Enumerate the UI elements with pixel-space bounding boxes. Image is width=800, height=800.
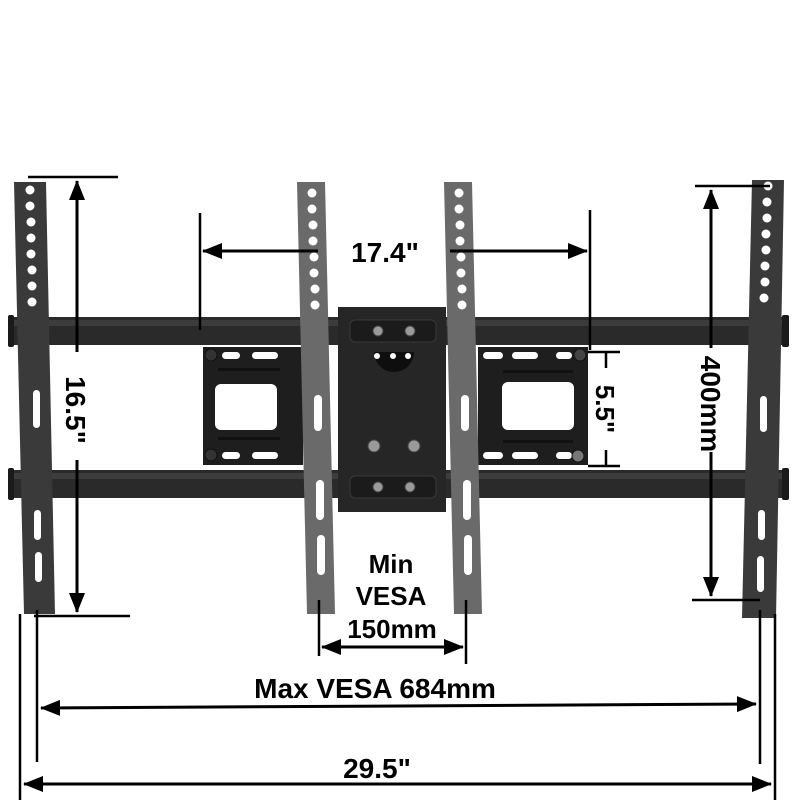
wall-plate-left: [203, 347, 303, 465]
inner-bracket-right: [444, 182, 482, 614]
label-min-vesa-3: 150mm: [347, 614, 437, 644]
label-min-vesa-2: VESA: [356, 581, 427, 611]
center-mounting-plate: [338, 307, 446, 512]
dimension-min-vesa: Min VESA 150mm: [317, 549, 468, 664]
outer-bracket-left: [14, 182, 55, 614]
label-29-5: 29.5": [343, 753, 411, 784]
label-400mm: 400mm: [695, 356, 726, 453]
label-max-vesa: Max VESA 684mm: [254, 673, 496, 704]
inner-bracket-left: [297, 182, 335, 614]
wall-plate-right: [478, 347, 588, 465]
label-min-vesa-1: Min: [369, 549, 414, 579]
label-5-5: 5.5": [590, 385, 620, 433]
label-17-4: 17.4": [351, 237, 419, 268]
dimension-max-vesa: Max VESA 684mm: [35, 610, 762, 764]
dimension-plate-height: 5.5": [588, 350, 620, 468]
outer-bracket-right: [742, 180, 784, 618]
dimension-left-height: 16.5": [28, 175, 130, 618]
dimension-overall-width: 29.5": [18, 614, 777, 800]
dimension-inner-arm-width: 17.4": [198, 210, 592, 350]
dimension-right-height: 400mm: [692, 184, 770, 602]
label-16-5: 16.5": [60, 376, 91, 444]
